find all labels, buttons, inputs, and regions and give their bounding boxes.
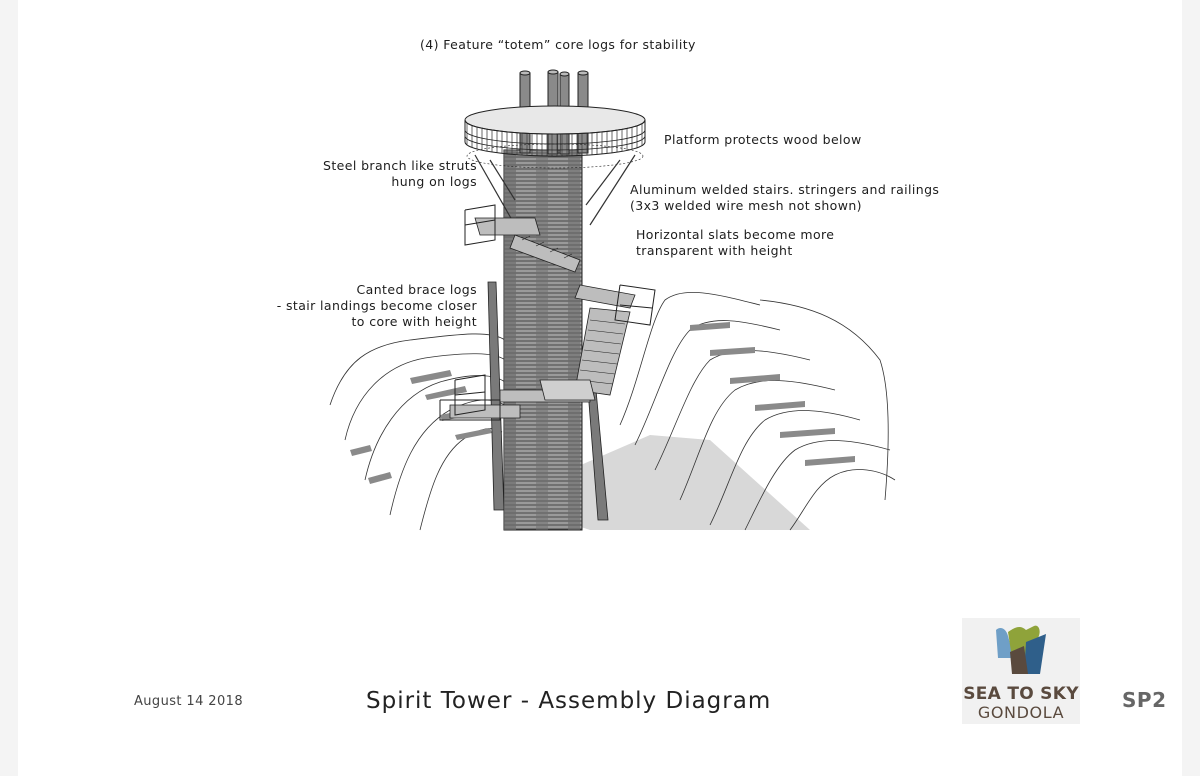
- annotation-line: (4) Feature “totem” core logs for stabil…: [420, 37, 696, 52]
- stair-treads: [521, 235, 626, 385]
- steel-branch-struts: [474, 154, 636, 226]
- annotation-line: hung on logs: [391, 174, 477, 189]
- annotation-line: transparent with height: [636, 243, 793, 258]
- gondola-logo-mark: [996, 625, 1046, 674]
- totem-logs-annotation: (4) Feature “totem” core logs for stabil…: [420, 37, 696, 53]
- horizontal-slats-annotation: Horizontal slats become more transparent…: [636, 227, 834, 259]
- drawing-date: August 14 2018: [134, 694, 243, 709]
- tower-core: [503, 149, 583, 531]
- spirit-tower-illustration: [329, 69, 896, 531]
- annotation-line: (3x3 welded wire mesh not shown): [630, 198, 862, 213]
- logo-line-1: SEA TO SKY: [963, 684, 1079, 704]
- annotation-line: Horizontal slats become more: [636, 227, 835, 242]
- top-platform: [464, 105, 646, 169]
- page-margin-left: [0, 0, 18, 776]
- terrain-ledges: [350, 322, 855, 484]
- stair-landing: [539, 379, 596, 401]
- sea-to-sky-gondola-logo: SEA TO SKY GONDOLA: [962, 618, 1080, 724]
- steel-struts-annotation: Steel branch like struts hung on logs: [300, 158, 477, 190]
- aluminum-stairs-annotation: Aluminum welded stairs. stringers and ra…: [630, 182, 939, 214]
- sheet-number: SP2: [1122, 688, 1167, 712]
- platform-annotation: Platform protects wood below: [664, 132, 862, 148]
- annotation-line: Canted brace logs: [356, 282, 477, 297]
- annotation-line: Platform protects wood below: [664, 132, 862, 147]
- drawing-title: Spirit Tower - Assembly Diagram: [366, 688, 772, 714]
- stair-flights: [449, 217, 636, 419]
- logo-line-2: GONDOLA: [977, 703, 1065, 722]
- annotation-line: - stair landings become closer: [276, 298, 477, 313]
- stair-railings: [439, 204, 656, 421]
- annotation-line: to core with height: [351, 314, 477, 329]
- annotation-line: Steel branch like struts: [323, 158, 477, 173]
- annotation-line: Aluminum welded stairs. stringers and ra…: [630, 182, 940, 197]
- canted-brace-annotation: Canted brace logs - stair landings becom…: [260, 282, 477, 330]
- page-margin-right: [1182, 0, 1200, 776]
